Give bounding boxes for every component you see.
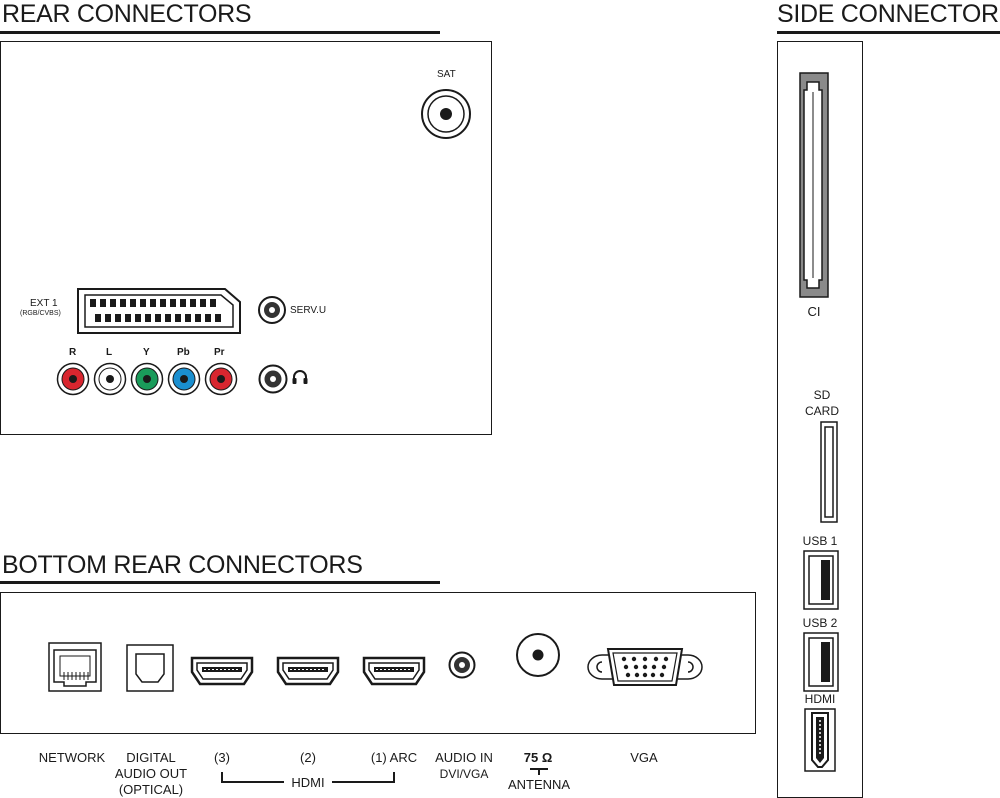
ohm-label: 75 Ω	[523, 750, 553, 765]
usb1-label: USB 1	[802, 534, 838, 548]
vga-port-icon	[587, 648, 703, 686]
hdmi2-port-icon	[276, 656, 340, 686]
sd-card-slot-icon	[820, 421, 838, 523]
optical-port-icon	[126, 644, 174, 692]
jack-label-l: L	[106, 347, 113, 358]
side-hdmi-port-icon	[804, 708, 836, 772]
jack-r-icon	[56, 362, 90, 396]
side-connectors-title: SIDE CONNECTORS	[777, 0, 1000, 28]
rear-connectors-title: REAR CONNECTORS	[2, 0, 252, 28]
headphone-jack-icon	[258, 364, 288, 394]
jack-pb-icon	[167, 362, 201, 396]
sat-connector-icon	[421, 89, 471, 139]
digital-label-line1: DIGITAL	[126, 750, 176, 765]
hdmi1-arc-port-icon	[362, 656, 426, 686]
antenna-ground-symbol	[530, 768, 548, 775]
audio-in-sub-label: DVI/VGA	[439, 767, 489, 781]
hdmi-group-label: HDMI	[291, 775, 325, 790]
sd-label-line1: SD	[813, 388, 831, 402]
jack-label-pr: Pr	[214, 347, 225, 358]
scart-connector-icon	[77, 288, 241, 334]
usb2-label: USB 2	[802, 616, 838, 630]
bottom-title-rule	[0, 581, 440, 584]
sat-label: SAT	[437, 69, 456, 80]
ci-slot-icon	[799, 72, 829, 298]
jack-y-icon	[130, 362, 164, 396]
usb2-port-icon	[803, 632, 839, 692]
side-hdmi-label: HDMI	[804, 692, 836, 706]
headphone-icon	[292, 370, 308, 384]
audio-in-label: AUDIO IN	[435, 750, 493, 765]
rear-title-rule	[0, 31, 440, 34]
hdmi2-label: (2)	[300, 750, 316, 765]
usb1-port-icon	[803, 550, 839, 610]
ext1-sub-label: (RGB/CVBS)	[20, 310, 61, 317]
antenna-connector-icon	[516, 633, 560, 677]
hdmi1-label: (1) ARC	[370, 750, 418, 765]
jack-pr-icon	[204, 362, 238, 396]
hdmi3-label: (3)	[214, 750, 230, 765]
servu-connector-icon	[258, 296, 286, 324]
servu-label: SERV.U	[290, 305, 327, 316]
antenna-label: ANTENNA	[507, 777, 571, 792]
digital-label-line3: (OPTICAL)	[118, 782, 184, 797]
jack-label-r: R	[69, 347, 77, 358]
hdmi3-port-icon	[190, 656, 254, 686]
jack-label-y: Y	[143, 347, 150, 358]
vga-label: VGA	[630, 750, 658, 765]
bottom-connectors-title: BOTTOM REAR CONNECTORS	[2, 551, 363, 579]
sd-label-line2: CARD	[804, 404, 839, 418]
ext1-label: EXT 1	[30, 298, 58, 309]
side-title-rule	[777, 31, 1000, 34]
digital-label-line2: AUDIO OUT	[114, 766, 188, 781]
jack-label-pb: Pb	[177, 347, 190, 358]
jack-l-icon	[93, 362, 127, 396]
hdmi-group-bracket	[221, 772, 395, 783]
network-port-icon	[48, 642, 102, 692]
network-label: NETWORK	[38, 750, 106, 765]
audio-in-jack-icon	[448, 651, 476, 679]
ci-label: CI	[807, 304, 821, 319]
